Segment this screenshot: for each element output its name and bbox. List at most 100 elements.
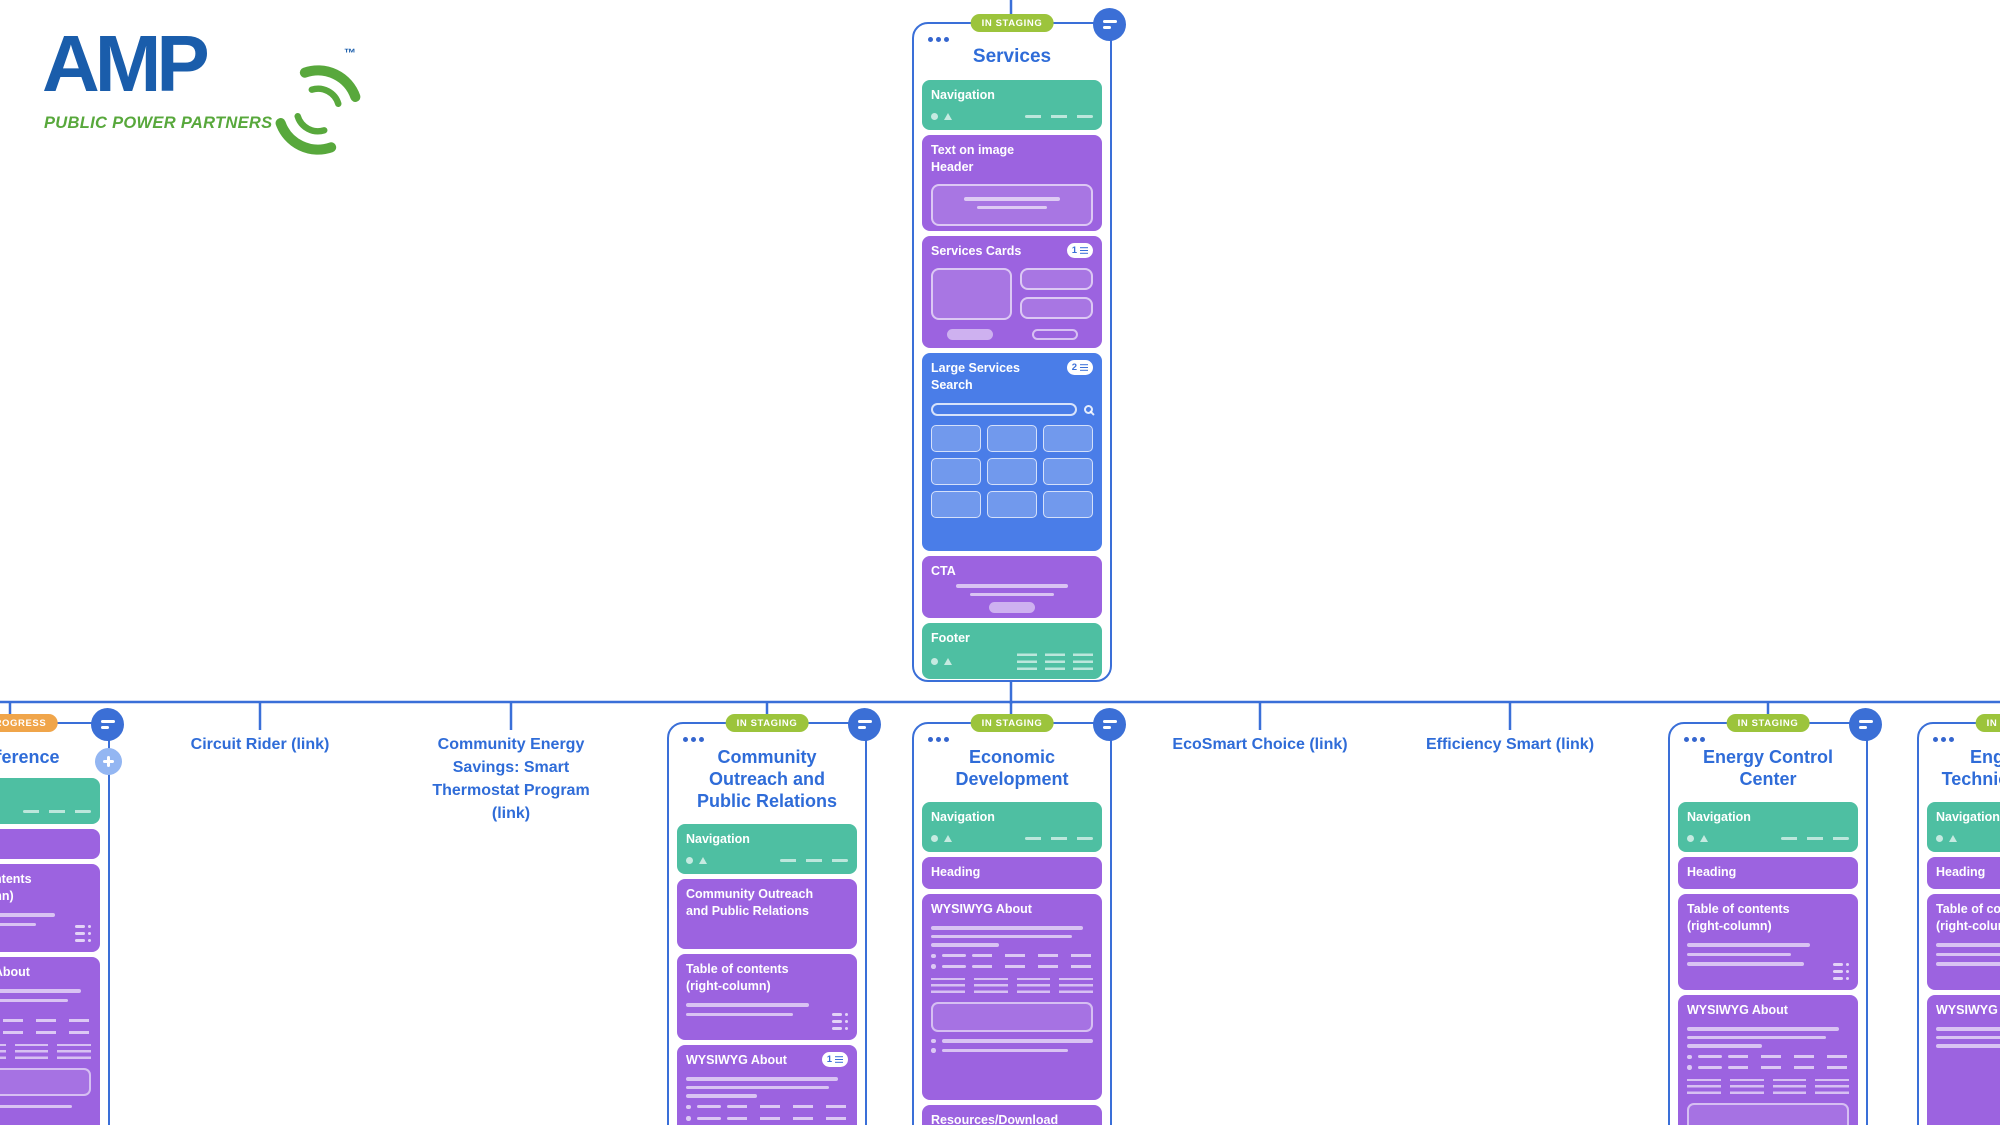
- wire-line: [1936, 1035, 2000, 1039]
- more-options-icon[interactable]: [1684, 737, 1689, 742]
- menu-links-wireframe: [1025, 114, 1093, 119]
- bullet-dot: [686, 1116, 691, 1121]
- menu-bar-icon: [1102, 26, 1111, 29]
- wire-line: [1687, 962, 1804, 966]
- section-navigation[interactable]: Navigation: [0, 778, 100, 824]
- section-list: Navigation Text on image Header Services…: [922, 80, 1102, 679]
- circle-icon: [1936, 835, 1943, 842]
- wire-line: [1687, 1035, 1827, 1039]
- status-badge: IN STAGING: [1726, 714, 1810, 732]
- section-heading[interactable]: Heading: [1678, 857, 1858, 889]
- circle-icon: [1687, 835, 1694, 842]
- page-link-circuit-rider[interactable]: Circuit Rider (link): [190, 736, 330, 753]
- page-link-ecosmart-choice[interactable]: EcoSmart Choice (link): [1172, 736, 1348, 753]
- add-page-button[interactable]: [95, 748, 122, 775]
- wire-dashes: [1727, 1055, 1849, 1059]
- wire-dashes: [726, 1105, 848, 1109]
- more-options-icon[interactable]: [1933, 737, 1938, 742]
- wire-column: [1059, 977, 1093, 993]
- more-options-icon[interactable]: [928, 737, 933, 742]
- section-heading[interactable]: Conference: [0, 829, 100, 859]
- wire-line: [931, 926, 1084, 930]
- section-navigation[interactable]: Navigation: [1927, 802, 2000, 852]
- section-count-badge: 2: [1066, 360, 1093, 375]
- section-footer[interactable]: Footer: [922, 623, 1102, 679]
- search-bar-wireframe: [931, 403, 1077, 416]
- bullet-row-wireframe: [931, 1048, 1093, 1053]
- section-services-cards[interactable]: Services Cards 1: [922, 236, 1102, 348]
- section-resources-downloads[interactable]: Resources/Downloads: [922, 1105, 1102, 1125]
- wire-column: [973, 977, 1008, 993]
- wire-column: [1687, 1078, 1721, 1094]
- section-label: Navigation: [931, 88, 995, 102]
- wire-dashes: [0, 1019, 91, 1023]
- section-cta[interactable]: CTA: [922, 556, 1102, 618]
- section-wysiwyg-about[interactable]: WYSIWYG About 1: [677, 1045, 857, 1125]
- section-table-of-contents[interactable]: Table of contents (right-column): [677, 954, 857, 1040]
- card-menu-button[interactable]: [1849, 708, 1882, 741]
- section-wysiwyg-about[interactable]: WYSIWYG About: [1678, 995, 1858, 1125]
- wire-box: [931, 268, 1012, 320]
- bullet-row-wireframe: [686, 1104, 848, 1109]
- bullet-row-wireframe: [931, 964, 1093, 969]
- page-link-efficiency-smart[interactable]: Efficiency Smart (link): [1425, 736, 1595, 753]
- bullet-dot: [1687, 1065, 1692, 1070]
- wire-line: [970, 592, 1054, 596]
- section-table-of-contents[interactable]: Table of contents (right-column): [1927, 894, 2000, 990]
- columns-wireframe: [931, 977, 1093, 993]
- wire-column: [0, 1043, 6, 1059]
- page-card-community-outreach[interactable]: IN STAGING Community Outreach and Public…: [667, 708, 881, 1125]
- section-wysiwyg-about[interactable]: WYSIWYG About: [0, 957, 100, 1125]
- page-card-engineering-technical[interactable]: IN STAGING Engineering Technical Service…: [1917, 714, 2000, 1125]
- wire-line: [1936, 943, 2000, 947]
- section-heading[interactable]: Community Outreach and Public Relations: [677, 879, 857, 949]
- card-menu-button[interactable]: [848, 708, 881, 741]
- triangle-icon: [944, 113, 952, 120]
- section-large-services-search[interactable]: Large Services Search 2: [922, 353, 1102, 551]
- section-text-on-image-header[interactable]: Text on image Header: [922, 135, 1102, 231]
- circle-icon: [686, 857, 693, 864]
- card-menu-button[interactable]: [1093, 708, 1126, 741]
- wire-button: [989, 602, 1035, 613]
- bullet-row-wireframe: [0, 1019, 91, 1024]
- section-heading[interactable]: Heading: [1927, 857, 2000, 889]
- page-title: Energy Control Center: [1702, 747, 1833, 789]
- section-list: Navigation Heading WYSIWYG About: [922, 802, 1102, 1125]
- section-heading[interactable]: Heading: [922, 857, 1102, 889]
- bullet-row-wireframe: [1687, 1065, 1849, 1070]
- page-card-services[interactable]: IN STAGING Services Navigation Text on i…: [912, 8, 1126, 682]
- list-row-icon: [1833, 969, 1849, 973]
- navigation-wireframe: [686, 857, 848, 864]
- page-card-energy-control-center[interactable]: IN STAGING Energy Control Center Navigat…: [1668, 708, 1882, 1125]
- wire-line: [931, 943, 1000, 947]
- page-title: Conference: [0, 747, 60, 767]
- section-navigation[interactable]: Navigation: [922, 80, 1102, 130]
- more-options-icon[interactable]: [928, 37, 933, 42]
- card-menu-button[interactable]: [1093, 8, 1126, 41]
- page-link-community-energy-savings[interactable]: Community Energy Savings: Smart Thermost…: [432, 736, 590, 822]
- bullet-dot: [931, 953, 936, 958]
- section-label: Navigation: [0, 785, 91, 802]
- card-menu-button[interactable]: [91, 708, 124, 741]
- list-icon: [1080, 249, 1088, 252]
- section-label: Table of contents (right-column): [1687, 902, 1790, 933]
- page-card-conference[interactable]: IN PROGRESS Conference Navigation Confer…: [0, 708, 124, 1125]
- section-navigation[interactable]: Navigation: [677, 824, 857, 874]
- more-options-icon[interactable]: [683, 737, 688, 742]
- list-row-icon: [75, 931, 91, 935]
- amp-logo: AMP ™ PUBLIC POWER PARTNERS: [42, 24, 382, 155]
- section-navigation[interactable]: Navigation: [922, 802, 1102, 852]
- wire-line: [0, 913, 56, 917]
- page-card-economic-development[interactable]: IN STAGING Economic Development Navigati…: [912, 708, 1126, 1125]
- section-table-of-contents[interactable]: Table of contents (right-column): [1678, 894, 1858, 990]
- wire-cell: [1043, 491, 1093, 518]
- search-icon: [1084, 405, 1093, 414]
- section-table-of-contents[interactable]: Table of contents (right-column): [0, 864, 100, 952]
- section-label: WYSIWYG About: [686, 1053, 787, 1067]
- section-wysiwyg-about[interactable]: WYSIWYG About: [1927, 995, 2000, 1125]
- section-navigation[interactable]: Navigation: [1678, 802, 1858, 852]
- wire-dashes: [726, 1116, 848, 1120]
- bullet-row-wireframe: [931, 1038, 1093, 1043]
- section-wysiwyg-about[interactable]: WYSIWYG About: [922, 894, 1102, 1100]
